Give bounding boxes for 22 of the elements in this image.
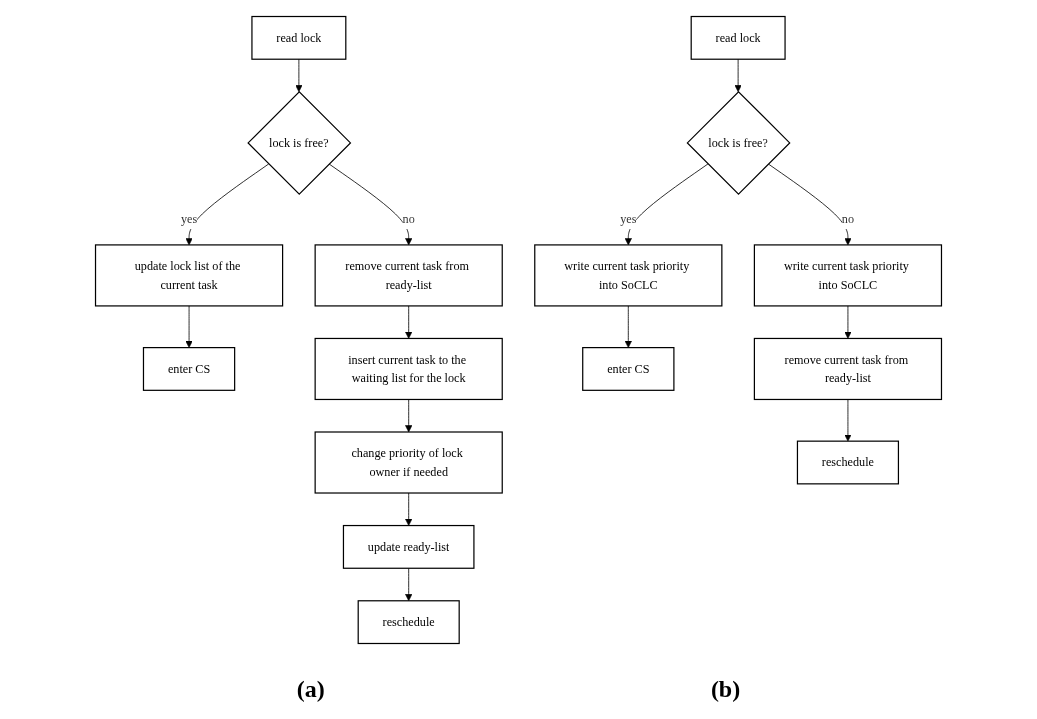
node-box: reschedule	[796, 440, 900, 484]
node-box: reschedule	[357, 599, 460, 644]
panel-caption: (a)	[296, 675, 325, 703]
node-box: write current task priority into SoCLC	[753, 243, 943, 307]
node-box: read lock	[690, 15, 786, 60]
edge-label: no	[402, 212, 415, 226]
edge-label: yes	[620, 212, 637, 226]
node-box: remove current task from ready-list	[753, 337, 943, 400]
node-box: enter CS	[142, 346, 236, 391]
node-diamond: lock is free?	[247, 90, 352, 195]
node-box: enter CS	[582, 346, 675, 391]
node-box: update lock list of the current task	[94, 243, 284, 307]
node-box: change priority of lock owner if needed	[314, 430, 503, 494]
panel-caption: (b)	[710, 675, 741, 703]
edge-label: yes	[180, 212, 198, 226]
node-box: insert current task to the waiting list for the lock	[314, 337, 503, 400]
node-diamond: lock is free?	[686, 90, 791, 195]
edge-label: no	[841, 212, 855, 226]
node-box: write current task priority into SoCLC	[534, 243, 723, 307]
node-box: read lock	[251, 15, 347, 60]
node-box: remove current task from ready-list	[314, 243, 503, 307]
node-box: update ready-list	[342, 524, 475, 569]
